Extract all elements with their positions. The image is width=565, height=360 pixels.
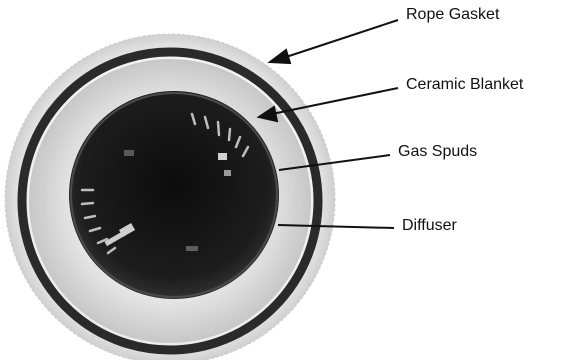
label-rope-gasket: Rope Gasket	[406, 6, 499, 24]
callout-rope-gasket	[283, 20, 398, 58]
label-ceramic-blanket: Ceramic Blanket	[406, 76, 523, 94]
label-diffuser: Diffuser	[402, 217, 457, 235]
arrowhead-rope-gasket	[270, 50, 290, 63]
label-gas-spuds: Gas Spuds	[398, 143, 477, 161]
